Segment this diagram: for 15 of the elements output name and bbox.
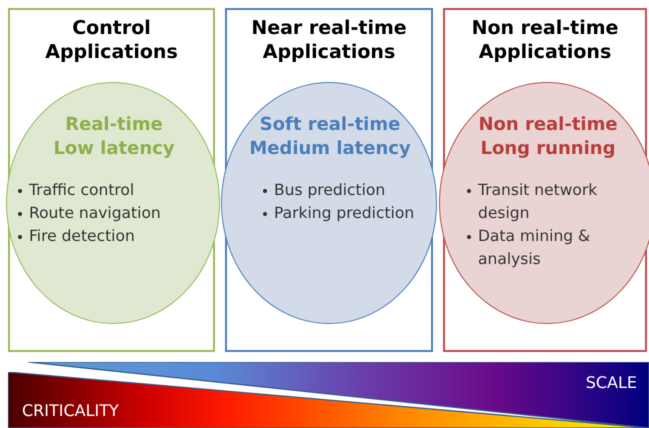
bullet-item: Data mining & analysis <box>466 225 638 271</box>
bullet-item: Bus prediction <box>262 179 424 202</box>
wedge-label: SCALE <box>586 373 637 392</box>
bullet-item: Transit network design <box>466 179 638 225</box>
latency-heading: Non real-time Long running <box>477 113 619 161</box>
latency-heading: Soft real-time Medium latency <box>248 113 412 161</box>
wedge-label: CRITICALITY <box>22 401 119 420</box>
latency-heading: Real-time Low latency <box>52 113 176 161</box>
column-heading: Non real-time Applications <box>470 16 620 64</box>
column-heading: Control Applications <box>44 16 179 64</box>
bullet-item: Parking prediction <box>262 202 424 225</box>
column-heading: Near real-time Applications <box>250 16 408 64</box>
bullet-item: Fire detection <box>17 225 219 248</box>
bullet-item: Route navigation <box>17 202 219 225</box>
bullet-item: Traffic control <box>17 179 219 202</box>
